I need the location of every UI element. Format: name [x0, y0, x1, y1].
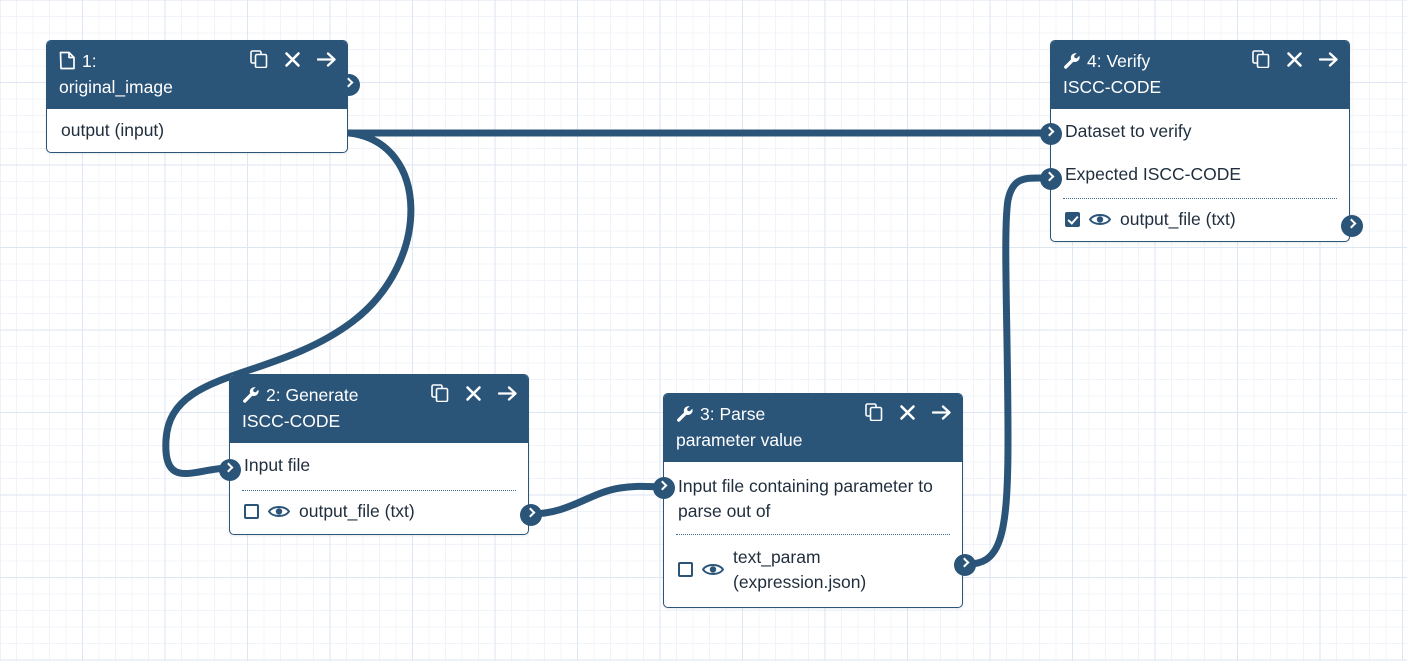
node-2-actions[interactable]: [431, 384, 518, 402]
edge-node3-to-node4-expected: [960, 174, 1050, 568]
close-icon[interactable]: [899, 404, 916, 421]
node-2-output-connector[interactable]: [520, 504, 542, 526]
node-2-output-output-file: output_file (txt): [230, 491, 528, 534]
node-3-output-text-param: text_param (expression.json): [664, 535, 962, 607]
close-icon[interactable]: [1286, 51, 1303, 68]
node-2-title-line1: 2: Generate: [266, 385, 359, 405]
node-3-input-input-file: Input file containing parameter to parse…: [678, 476, 933, 522]
node-2-input-input-file: Input file: [244, 455, 311, 476]
node-1-header[interactable]: 1: original_image: [47, 41, 347, 110]
workflow-node-2[interactable]: 2: Generate ISCC-CODE Input file: [219, 374, 542, 536]
node-3-body: Input file containing parameter to parse…: [664, 462, 962, 606]
node-3-separator: [676, 533, 950, 535]
file-icon: [59, 51, 76, 76]
copy-icon[interactable]: [431, 384, 449, 402]
arrow-right-icon[interactable]: [317, 51, 337, 68]
node-3-output-checkbox[interactable]: [678, 562, 693, 578]
node-4-actions[interactable]: [1252, 50, 1339, 68]
node-4-output-label: output_file (txt): [1120, 208, 1236, 229]
close-icon[interactable]: [284, 51, 301, 68]
node-2-output-label: output_file (txt): [299, 501, 415, 522]
node-3-actions[interactable]: [865, 403, 952, 421]
node-3-input-connector[interactable]: [653, 477, 675, 499]
node-4-input-dataset: Dataset to verify: [1065, 121, 1192, 142]
node-2-input-connector[interactable]: [219, 459, 241, 481]
node-4-output-checkbox[interactable]: [1065, 211, 1080, 227]
arrow-right-icon[interactable]: [932, 404, 952, 421]
wrench-icon: [676, 405, 694, 429]
node-4-input-expected-iscc-code: Expected ISCC-CODE: [1065, 164, 1242, 185]
node-3-title-line1: 3: Parse: [700, 404, 766, 424]
node-4-separator: [1063, 197, 1337, 199]
node-2-title-line2: ISCC-CODE: [242, 411, 341, 432]
node-4-title-line1: 4: Verify: [1087, 51, 1151, 71]
wrench-icon: [1063, 52, 1081, 76]
node-3-header[interactable]: 3: Parse parameter value: [664, 394, 962, 463]
node-2-separator: [242, 490, 516, 492]
eye-icon[interactable]: [267, 504, 291, 519]
node-4-header[interactable]: 4: Verify ISCC-CODE: [1051, 41, 1349, 110]
edge-node2-to-node3-input: [526, 482, 667, 518]
node-1-output-connector[interactable]: [338, 74, 360, 96]
node-1-title-line2: original_image: [59, 77, 173, 98]
node-4-output-output-file: output_file (txt): [1051, 199, 1349, 242]
node-3-output-label: text_param (expression.json): [733, 546, 867, 592]
close-icon[interactable]: [465, 385, 482, 402]
workflow-node-3[interactable]: 3: Parse parameter value Input file cont…: [653, 393, 976, 608]
node-2-header[interactable]: 2: Generate ISCC-CODE: [230, 375, 528, 444]
node-1-body: output (input): [47, 109, 347, 152]
node-4-input-connector-dataset[interactable]: [1040, 123, 1062, 145]
eye-icon[interactable]: [1088, 212, 1112, 227]
arrow-right-icon[interactable]: [1319, 51, 1339, 68]
copy-icon[interactable]: [1252, 50, 1270, 68]
copy-icon[interactable]: [865, 403, 883, 421]
wrench-icon: [242, 386, 260, 410]
node-1-title-line1: 1:: [82, 51, 97, 71]
workflow-node-1[interactable]: 1: original_image output (input): [46, 40, 360, 154]
arrow-right-icon[interactable]: [498, 385, 518, 402]
node-1-actions[interactable]: [250, 50, 337, 68]
node-4-title-line2: ISCC-CODE: [1063, 77, 1162, 98]
node-4-body: Dataset to verify Expected ISCC-CODE out…: [1051, 109, 1349, 241]
node-3-title-line2: parameter value: [676, 430, 803, 451]
node-2-body: Input file output_file (txt): [230, 443, 528, 534]
copy-icon[interactable]: [250, 50, 268, 68]
eye-icon[interactable]: [701, 562, 725, 577]
node-4-input-connector-expected[interactable]: [1040, 168, 1062, 190]
node-3-output-connector[interactable]: [954, 554, 976, 576]
node-4-output-connector[interactable]: [1341, 215, 1363, 237]
workflow-node-4[interactable]: 4: Verify ISCC-CODE Dataset to verify Ex…: [1040, 40, 1363, 243]
node-2-output-checkbox[interactable]: [244, 504, 259, 520]
node-1-output-output: output (input): [61, 120, 165, 141]
